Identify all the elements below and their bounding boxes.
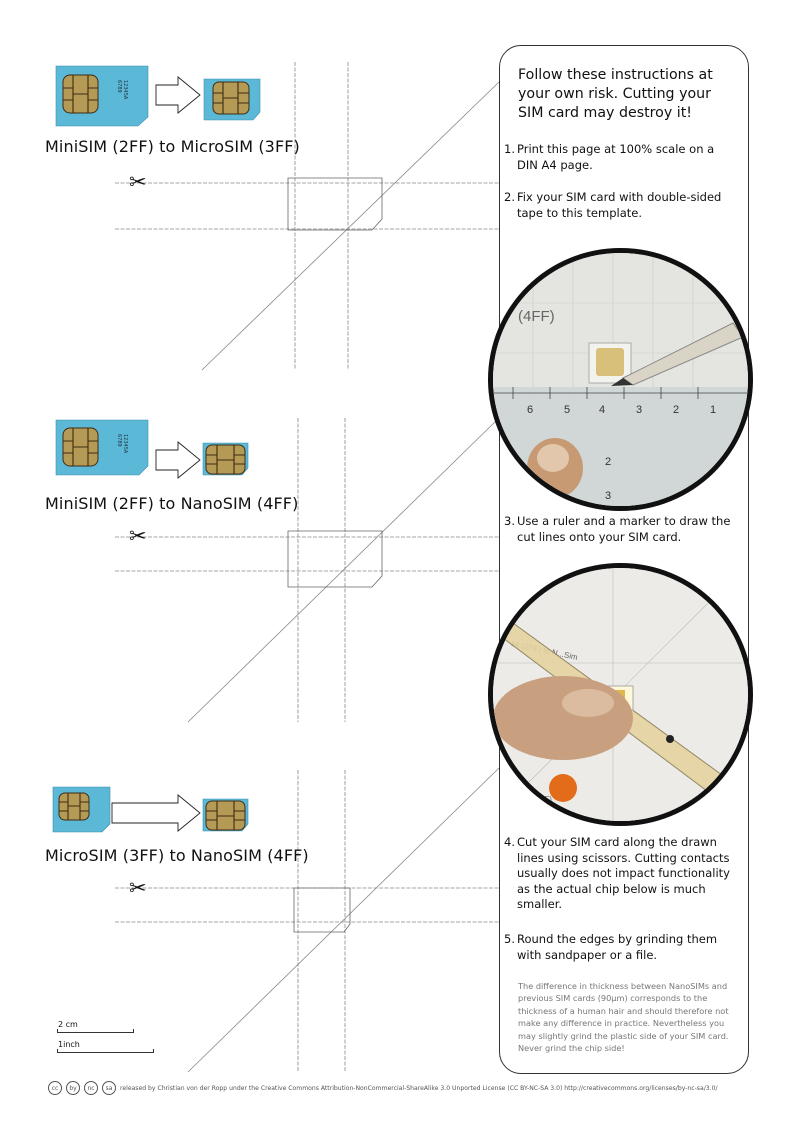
intro-warning: Follow these instructions at your own ri…	[518, 67, 713, 121]
sa-icon: sa	[102, 1081, 116, 1095]
step-2: 2. Fix your SIM card with double-sided t…	[504, 190, 722, 220]
scale-1inch: 1inch	[57, 1040, 154, 1053]
sim-illustration-2ff-to-4ff	[55, 419, 249, 479]
card-serial-1: 6789	[116, 80, 122, 93]
scissors-icon: ✂	[129, 170, 147, 194]
card-serial-2: 6789	[116, 434, 122, 447]
license-text: released by Christian von der Ropp under…	[120, 1084, 718, 1092]
section-title-3ff-4ff: MicroSIM (3FF) to NanoSIM (4FF)	[45, 846, 309, 865]
step-4: 4. Cut your SIM card along the drawn lin…	[504, 835, 730, 912]
license-footer: cc by nc sa released by Christian von de…	[48, 1081, 718, 1095]
scissors-icon: ✂	[129, 876, 147, 900]
ruler-number: 3	[636, 404, 642, 416]
instructions-panel: Follow these instructions at your own ri…	[488, 45, 753, 1074]
ruler-side-number: 2	[605, 456, 611, 468]
photo-label-4ff: (4FF)	[518, 308, 555, 325]
ruler-number: 1	[710, 404, 716, 416]
section-title-2ff-3ff: MiniSIM (2FF) to MicroSIM (3FF)	[45, 137, 300, 156]
step-5: 5. Round the edges by grinding them with…	[504, 932, 718, 962]
nc-icon: nc	[84, 1081, 98, 1095]
photo-cutting-sim: Mi (2FF) to N...Sim 4FF)	[488, 563, 753, 826]
ruler-number: 6	[527, 404, 533, 416]
scale-2cm: 2 cm	[57, 1020, 134, 1033]
thickness-note: The difference in thickness between Nano…	[518, 981, 729, 1054]
section-title-2ff-4ff: MiniSIM (2FF) to NanoSIM (4FF)	[45, 494, 299, 513]
by-icon: by	[66, 1081, 80, 1095]
ruler-number: 4	[599, 404, 605, 416]
ruler-number: 5	[564, 404, 570, 416]
ruler-side-number: 3	[605, 490, 611, 502]
ruler-number: 2	[673, 404, 679, 416]
scissors-icon: ✂	[129, 524, 147, 548]
card-number-1: 12345A	[122, 80, 128, 100]
sim-illustration-3ff-to-4ff	[52, 786, 249, 833]
cc-icon: cc	[48, 1081, 62, 1095]
photo-drawing-cut-lines: (4FF) 6 5 4 3 2 1 2 3	[488, 248, 753, 511]
card-number-2: 12345A	[122, 434, 128, 454]
photo-label-4ff: 4FF)	[535, 795, 552, 804]
step-1: 1. Print this page at 100% scale on a DI…	[504, 142, 715, 172]
step-3: 3. Use a ruler and a marker to draw the …	[504, 514, 731, 544]
sim-illustration-2ff-to-3ff	[55, 65, 261, 127]
